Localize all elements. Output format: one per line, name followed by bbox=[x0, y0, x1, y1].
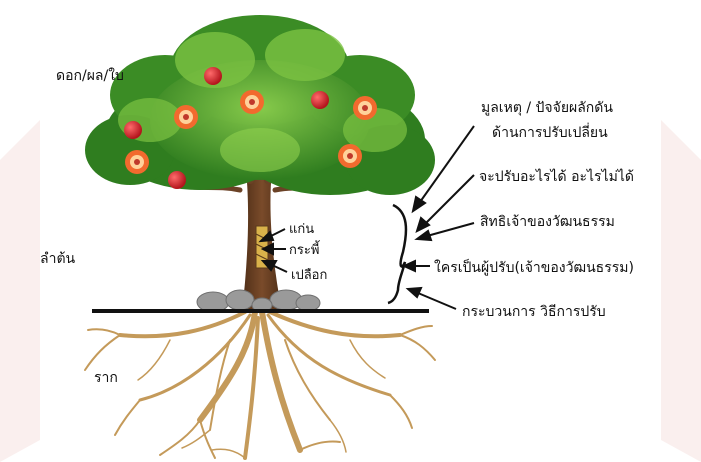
roots bbox=[85, 312, 435, 458]
label-trunk: ลำต้น bbox=[40, 248, 75, 270]
label-cause-line2: ด้านการปรับเปลี่ยน bbox=[492, 122, 608, 144]
bracket bbox=[388, 205, 406, 303]
label-cambium: กระพี้ bbox=[289, 239, 319, 260]
apple bbox=[311, 91, 329, 109]
apple bbox=[168, 171, 186, 189]
label-heartwood: แก่น bbox=[289, 218, 314, 239]
label-process: กระบวนการ วิธีการปรับ bbox=[462, 301, 606, 323]
apple bbox=[124, 121, 142, 139]
arrow-what-changes-head bbox=[417, 218, 429, 231]
label-crown: ดอก/ผล/ใบ bbox=[56, 65, 124, 87]
arrow-what-changes bbox=[425, 175, 474, 224]
arrow-process-head bbox=[408, 288, 421, 297]
flower bbox=[353, 96, 377, 120]
arrow-owner-rights bbox=[427, 223, 474, 236]
label-what-changes: จะปรับอะไรได้ อะไรไม่ได้ bbox=[479, 166, 634, 188]
arrow-owner-rights-head bbox=[417, 231, 431, 240]
arrow-process bbox=[418, 293, 456, 309]
label-who-adapts: ใครเป็นผู้ปรับ(เจ้าของวัฒนธรรม) bbox=[434, 257, 634, 279]
flower bbox=[338, 144, 362, 168]
label-owner-rights: สิทธิเจ้าของวัฒนธรรม bbox=[480, 211, 615, 233]
flower bbox=[174, 105, 198, 129]
label-cause-line1: มูลเหตุ / ปัจจัยผลักดัน bbox=[481, 97, 613, 119]
label-roots: ราก bbox=[94, 367, 118, 389]
flower bbox=[240, 90, 264, 114]
flower bbox=[125, 150, 149, 174]
label-bark: เปลือก bbox=[291, 264, 327, 285]
apple bbox=[204, 67, 222, 85]
